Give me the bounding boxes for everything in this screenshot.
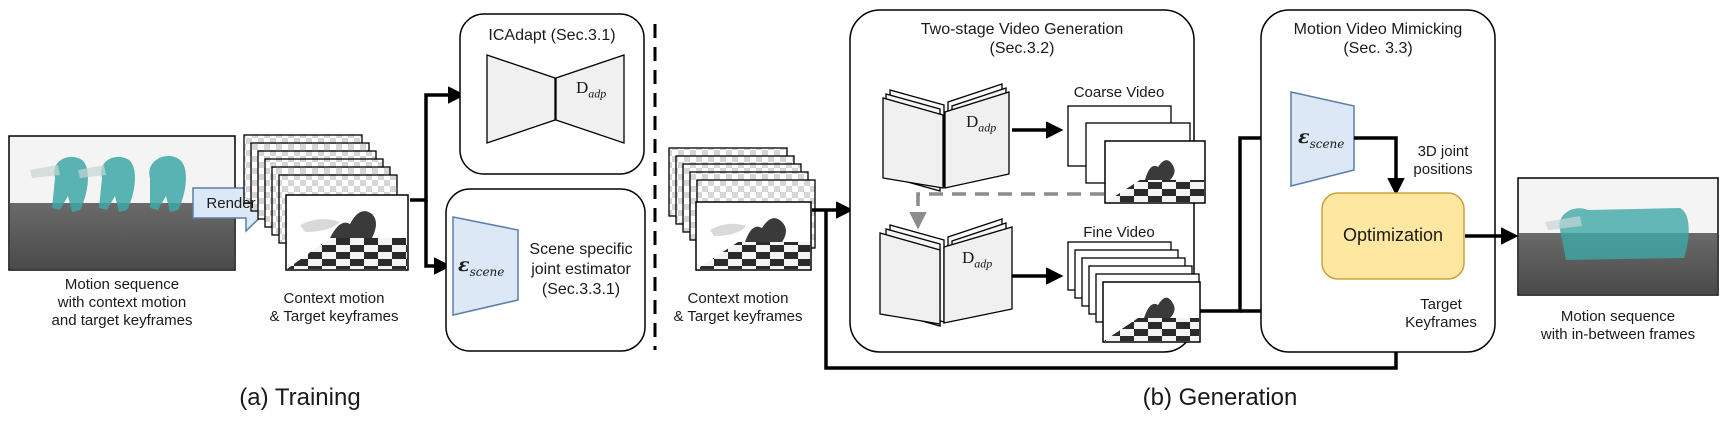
training-branch-arrows xyxy=(410,86,466,275)
coarse-adp-subscript: adp xyxy=(978,120,997,135)
generation-context-line-2: & Target keyframes xyxy=(673,308,803,325)
estimator-line-1: Scene specific xyxy=(529,241,633,258)
epsilon-symbol: ε xyxy=(458,254,470,276)
optimization-box xyxy=(1321,192,1465,280)
target-keyframes-label: Target Keyframes xyxy=(1396,296,1486,332)
gen-scene-subscript: scene xyxy=(1309,136,1345,151)
mimicking-title-line-2: (Sec. 3.3) xyxy=(1343,40,1413,57)
input-caption-line-3: and target keyframes xyxy=(51,312,193,329)
generation-caption: (b) Generation xyxy=(1142,384,1298,411)
d-symbol: D xyxy=(576,78,589,97)
estimator-line-2: joint estimator xyxy=(531,261,631,278)
fine-d-symbol: D xyxy=(962,248,975,267)
scene-subscript: scene xyxy=(469,264,505,279)
icadapt-decoder-label: Dadp xyxy=(576,78,606,101)
output-caption-line-1: Motion sequence xyxy=(1560,308,1676,325)
icadapt-box xyxy=(459,13,645,175)
training-context-caption: Context motion & Target keyframes xyxy=(254,290,414,326)
coarse-decoder-label: Dadp xyxy=(966,112,996,135)
output-motion-image xyxy=(1517,177,1719,296)
training-context-line-2: & Target keyframes xyxy=(269,308,399,325)
target-keyframes-line-2: Keyframes xyxy=(1405,314,1477,331)
coarse-d-symbol: D xyxy=(966,112,979,131)
coarse-video-label: Coarse Video xyxy=(1073,84,1165,101)
two-stage-title-line-2: (Sec.3.2) xyxy=(989,40,1055,57)
training-caption: (a) Training xyxy=(239,384,361,411)
training-frame-stack xyxy=(243,134,409,271)
mimicking-title: Motion Video Mimicking (Sec. 3.3) xyxy=(1261,20,1495,58)
output-motion-caption: Motion sequence with in-between frames xyxy=(1518,308,1718,344)
joints-arrow xyxy=(1354,136,1405,196)
two-stage-title-line-1: Two-stage Video Generation xyxy=(920,21,1124,38)
adp-subscript: adp xyxy=(588,86,607,101)
training-estimator-symbol: εscene xyxy=(458,254,504,279)
joint-positions-line-1: 3D joint xyxy=(1417,143,1469,160)
coarse-decoder xyxy=(882,83,1010,192)
gen-epsilon-symbol: ε xyxy=(1298,126,1310,148)
joint-positions-line-2: positions xyxy=(1413,161,1473,178)
fine-decoder xyxy=(879,218,1013,327)
generation-estimator-symbol: εscene xyxy=(1298,126,1344,151)
icadapt-title: ICAdapt (Sec.3.1) xyxy=(488,27,616,44)
generation-frame-stack xyxy=(668,147,816,271)
joint-positions-label: 3D joint positions xyxy=(1398,143,1488,179)
fine-video-stack xyxy=(1067,241,1201,343)
training-context-line-1: Context motion xyxy=(283,290,385,307)
estimator-line-3: (Sec.3.3.1) xyxy=(541,281,621,298)
target-keyframes-line-1: Target xyxy=(1420,296,1462,313)
training-estimator-caption: Scene specific joint estimator (Sec.3.3.… xyxy=(520,240,642,300)
fine-adp-subscript: adp xyxy=(974,256,993,271)
coarse-video-stack xyxy=(1067,105,1206,204)
fine-decoder-label: Dadp xyxy=(962,248,992,271)
generation-context-line-1: Context motion xyxy=(687,290,789,307)
mimicking-title-line-1: Motion Video Mimicking xyxy=(1293,21,1463,38)
refinement-feedback-arrow xyxy=(909,192,1104,230)
render-label: Render xyxy=(206,195,256,212)
output-caption-line-2: with in-between frames xyxy=(1540,326,1696,343)
training-estimator-box xyxy=(445,188,646,352)
input-motion-caption: Motion sequence with context motion and … xyxy=(10,276,234,330)
input-caption-line-2: with context motion xyxy=(57,294,187,311)
generation-context-caption: Context motion & Target keyframes xyxy=(658,290,818,326)
optimization-label: Optimization xyxy=(1342,225,1444,245)
two-stage-title: Two-stage Video Generation (Sec.3.2) xyxy=(850,20,1194,58)
input-caption-line-1: Motion sequence xyxy=(64,276,180,293)
fine-video-label: Fine Video xyxy=(1083,224,1155,241)
